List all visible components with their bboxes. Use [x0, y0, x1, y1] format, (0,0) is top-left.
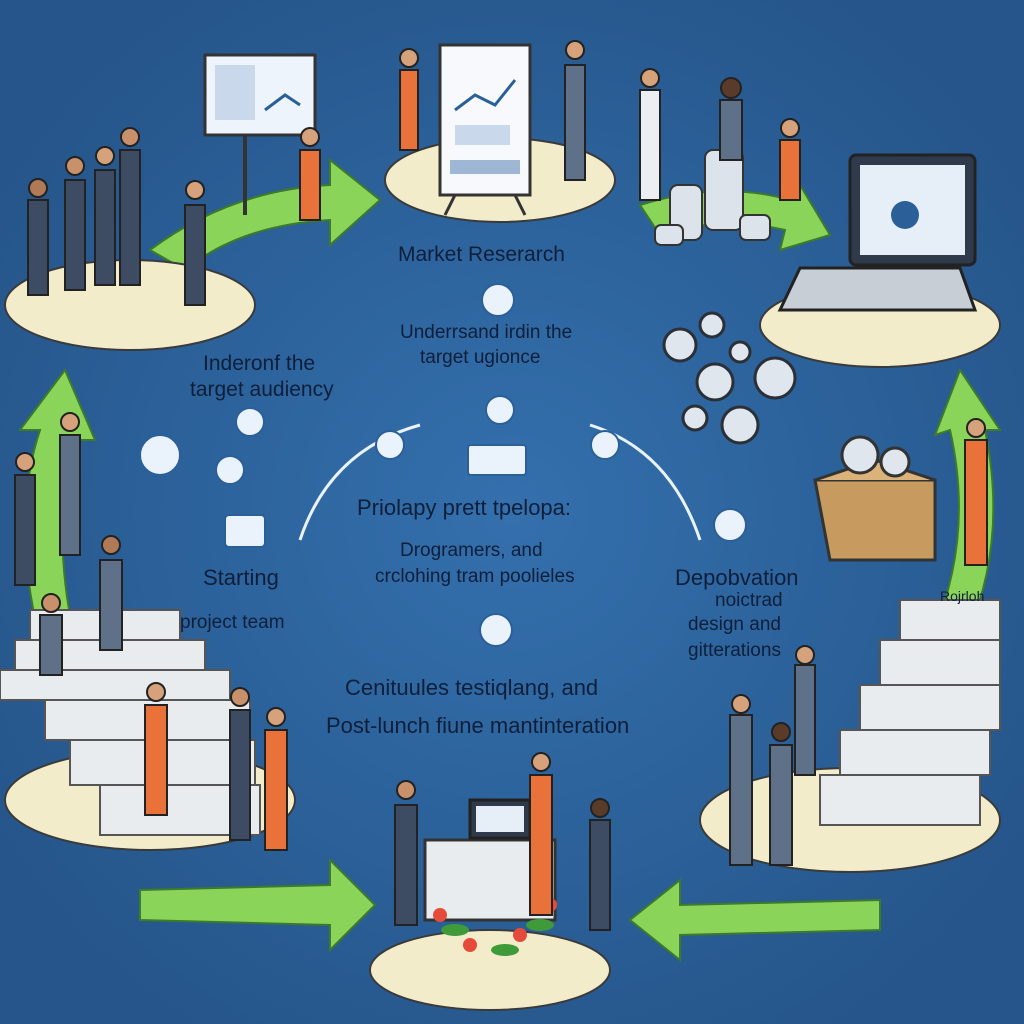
market-research-subtitle-1: Underrsand irdin the [400, 322, 573, 343]
right-arrow-badge: Rojrloh [940, 588, 985, 604]
arrow-top-left [148, 157, 382, 272]
people-figures [14, 40, 988, 931]
development-subtitle-2: design and [688, 614, 781, 635]
platform-bottom [369, 929, 611, 1011]
sync-icon [713, 508, 747, 542]
market-research-title: Market Reserarch [398, 243, 565, 266]
id-card-icon [224, 514, 266, 548]
staircase-left [0, 609, 261, 836]
box-with-gears [813, 435, 937, 562]
gear-icon [139, 434, 181, 476]
starting-title: Starting [203, 565, 279, 590]
testing-title: Cenituules testiqlang, and [345, 675, 599, 700]
prototype-subtitle-1: Drogramers, and [400, 540, 543, 561]
development-subtitle-1: noictrad [715, 590, 783, 611]
audience-title-2: target audiency [190, 378, 334, 401]
starting-subtitle: project team [180, 612, 285, 633]
audience-title-1: Inderonf the [203, 352, 316, 375]
flipchart [438, 43, 532, 216]
development-title: Depobvation [675, 565, 799, 590]
prototype-title: Priolapy prett tpelopa: [357, 495, 572, 520]
target-icon [481, 283, 515, 317]
dollar-icon [375, 430, 405, 460]
market-research-subtitle-2: target ugionce [420, 347, 541, 368]
coin-stacks [654, 149, 771, 246]
gear-cluster [662, 311, 797, 445]
people-icon [235, 407, 265, 437]
presentation-board [203, 53, 317, 215]
arrow-bottom-right [628, 877, 881, 963]
tag-icon [590, 430, 620, 460]
testing-icon [479, 613, 513, 647]
prototype-subtitle-2: crclohing tram poolieles [375, 566, 575, 587]
laptop [777, 153, 978, 312]
development-subtitle-3: gitterations [688, 640, 781, 661]
testing-subtitle: Post-lunch fiune mantinteration [326, 713, 630, 738]
chat-icon [215, 455, 245, 485]
staircase-right [819, 599, 1001, 826]
monitor-icon [467, 444, 527, 476]
lightbulb-icon [485, 395, 515, 425]
arrow-bottom-left [139, 857, 377, 953]
center-icons [139, 283, 747, 647]
